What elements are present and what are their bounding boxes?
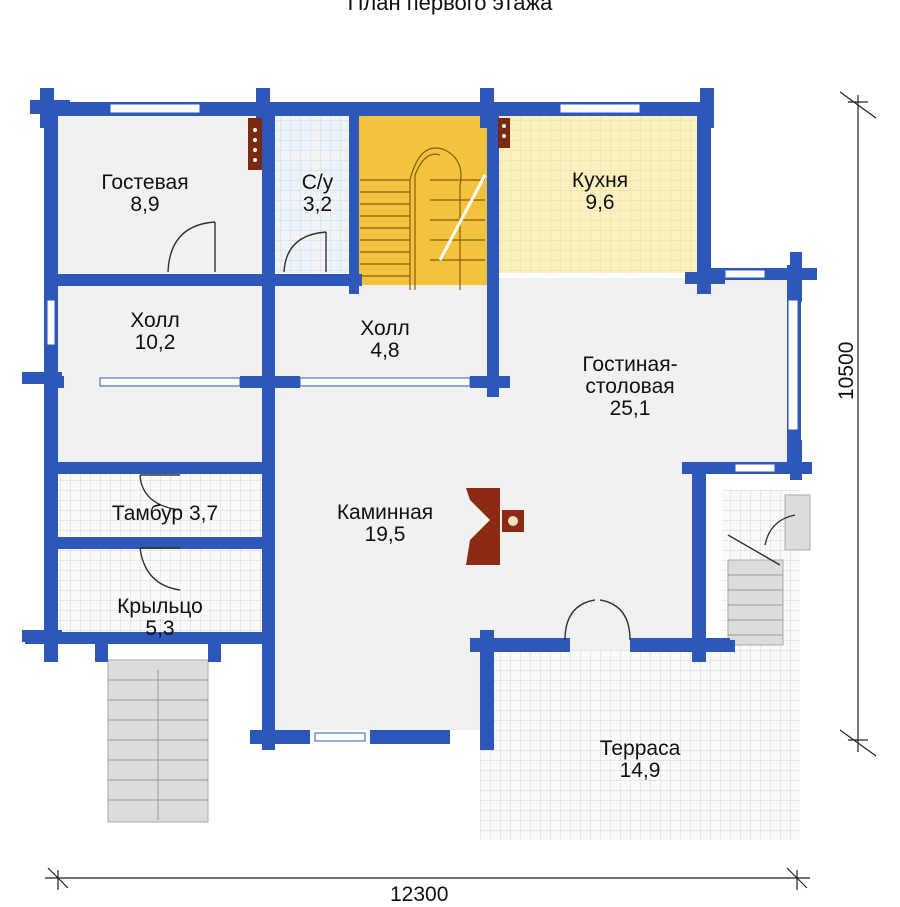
plan-title: План первого этажа bbox=[347, 0, 553, 15]
room-label-vestibule: Тамбур 3,7 bbox=[111, 502, 219, 525]
doors bbox=[139, 221, 796, 641]
fireplace-icon bbox=[466, 488, 524, 565]
vents bbox=[248, 118, 510, 170]
entrance-steps bbox=[107, 494, 811, 823]
dimension-width: 12300 bbox=[390, 883, 449, 906]
windows bbox=[46, 103, 799, 742]
interior-stairs bbox=[360, 147, 487, 290]
dimension-height: 10500 bbox=[835, 341, 858, 400]
dimension-lines bbox=[45, 91, 877, 890]
